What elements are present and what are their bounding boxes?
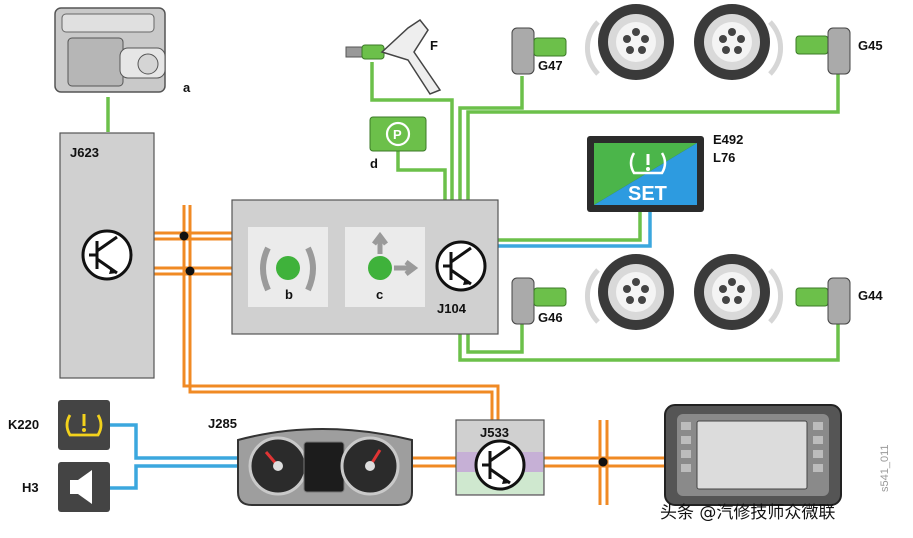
h3-buzzer [58,462,110,512]
radio-display [664,404,842,506]
e492-blue-wire [498,205,652,248]
engine-image [54,7,166,93]
wiring [106,52,840,505]
figure-code: s541_011 [879,444,891,492]
j104-module [231,199,499,335]
j104-label: J104 [437,301,467,316]
g44-sensor [795,277,851,325]
k220-wire [110,423,238,460]
j285-label: J285 [208,416,237,431]
tpms-set-button: SET [587,136,704,212]
wheels-bottom [584,254,784,330]
j533-label: J533 [480,425,509,440]
engine-label: a [183,80,191,95]
g45-label: G45 [858,38,883,53]
g47-wire [458,76,524,200]
set-label: SET [628,183,667,205]
g46-wire [466,310,524,354]
instrument-cluster [237,428,413,506]
transistor-icon [81,229,133,281]
g44-label: G44 [858,288,883,303]
j623-module [59,132,155,379]
l76-label: L76 [713,150,735,165]
parking-button: P [369,116,427,152]
pedal-label: F [430,38,438,53]
parking-label: d [370,156,378,171]
parking-wire [396,150,447,200]
h3-label: H3 [22,480,39,495]
tire-pressure-icon [629,152,667,175]
e492-label: E492 [713,132,743,147]
transistor-icon [474,439,526,491]
sensor-wires [106,52,840,362]
g46-label: G46 [538,310,563,325]
svg-text:P: P [393,127,402,142]
pedal-wire [370,62,454,200]
wheels-top [584,4,784,80]
j533-gateway [455,419,545,496]
pedal-image [345,18,442,95]
bus-nodes [179,231,608,467]
j623-label: J623 [70,145,99,160]
g46-sensor [511,277,567,325]
g47-sensor [511,27,567,75]
motion-b-label: b [285,287,293,302]
watermark: 头条 @汽修技师众微联 [660,503,835,523]
g47-label: G47 [538,58,563,73]
g44-wire [458,310,840,362]
lin-wires [110,205,652,490]
transistor-icon [435,240,487,292]
k220-warning-lamp [58,400,110,450]
k220-label: K220 [8,417,39,432]
g45-wire [466,52,840,200]
motion-c-label: c [376,287,383,302]
g45-sensor [795,27,851,75]
h3-wire [110,464,238,490]
e492-wire [498,205,642,242]
